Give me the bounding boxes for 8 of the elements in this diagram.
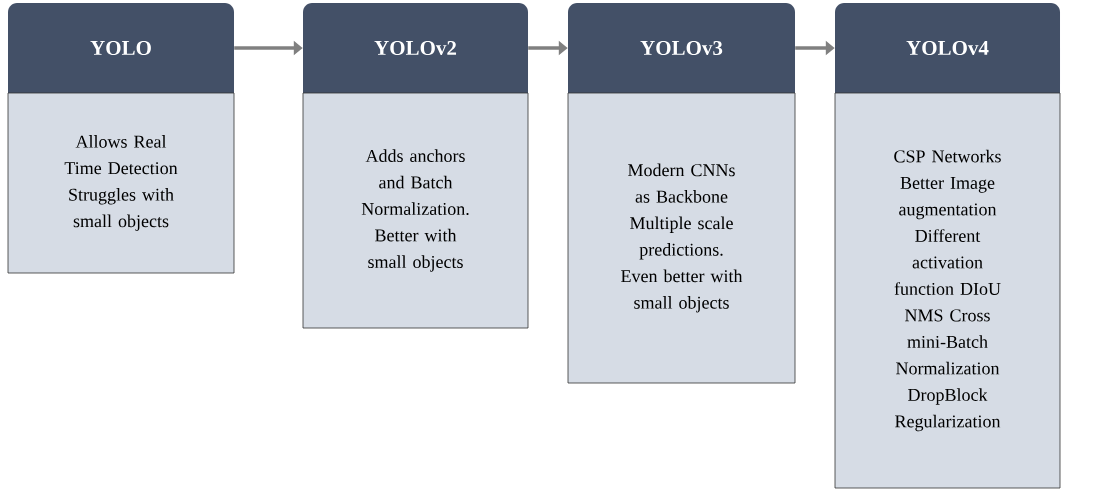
description-box: Allows Real Time Detection Struggles with small objects [7,92,235,274]
stage-header: YOLO [8,3,234,93]
description-box: Modern CNNs as Backbone Multiple scale predictions. Even better with small objects [567,92,796,384]
description-box: Adds anchors and Batch Normalization. Better with small objects [302,92,529,329]
stage-header: YOLOv2 [303,3,528,93]
stage-header: YOLOv4 [835,3,1060,93]
stage-header: YOLOv3 [568,3,795,93]
description-box: CSP Networks Better Image augmentation Different activation function DIoU NMS Cross mini-Batch Normalization DropBlock Regularization [834,92,1061,489]
